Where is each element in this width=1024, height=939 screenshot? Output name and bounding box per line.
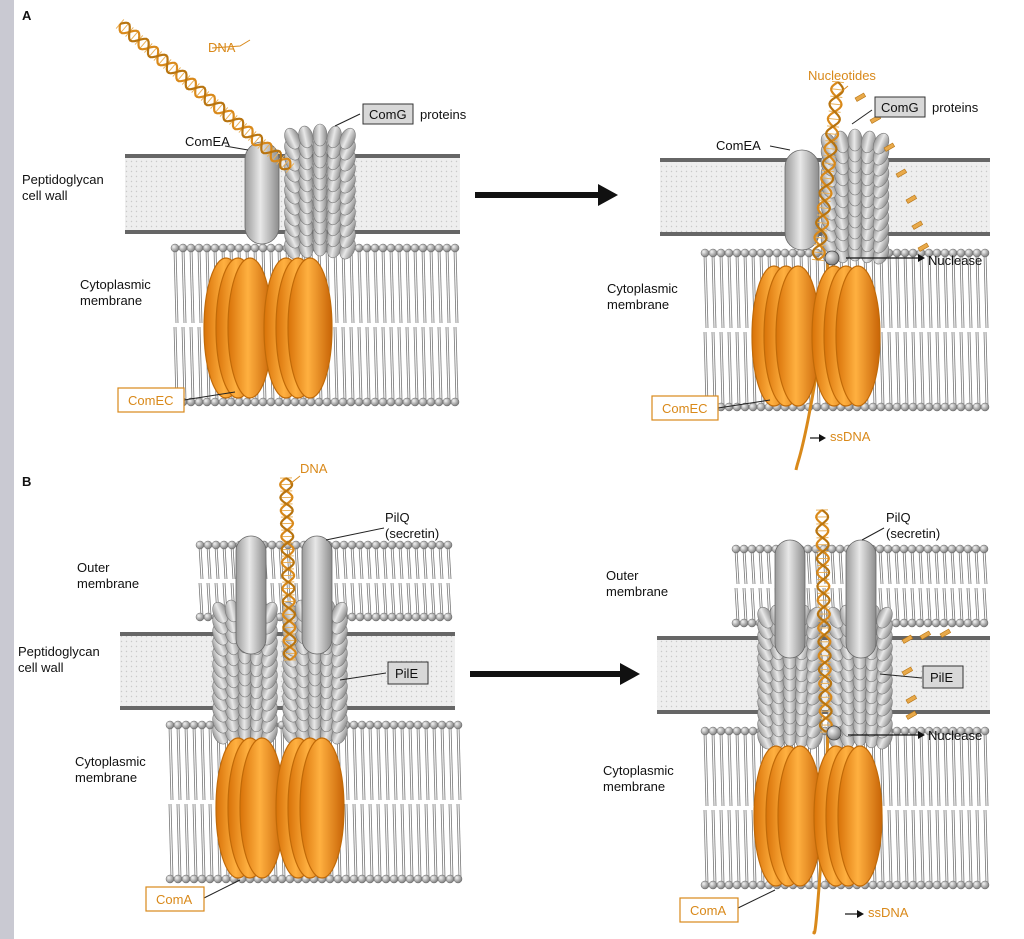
cytoplasmic-label-b-right: Cytoplasmic [603, 763, 674, 778]
dna-helix-b-left [279, 477, 297, 661]
membrane-label-b-right: membrane [603, 779, 665, 794]
ssdna-label-a: ssDNA [830, 429, 871, 444]
leader-coma-b-left [203, 879, 241, 899]
pilq-secretin-b-right-2 [845, 539, 877, 659]
pile-proteins-b-right-1 [757, 602, 823, 750]
nuclease-label-a: Nuclease [928, 253, 982, 268]
outer-membrane-label-b-left: membrane [77, 576, 139, 591]
leader-comg-a-left [334, 113, 361, 127]
nucleotides-label: Nucleotides [808, 68, 876, 83]
leader-coma-b-right [737, 889, 776, 909]
comea-label-a-left: ComEA [185, 134, 230, 149]
nuclease-arrow-a [846, 254, 925, 262]
dna-label-b-left: DNA [300, 461, 328, 476]
pile-box-b-left [387, 661, 429, 685]
cellwall-label-b: cell wall [18, 660, 64, 675]
pile-label-b-right: PilE [930, 670, 953, 685]
comec-channel-a-right [751, 265, 881, 407]
leader-nucleotides [835, 85, 849, 97]
leader-comec-a-left [183, 391, 236, 401]
comg-box-a-right [874, 96, 926, 118]
proteins-label-a-right: proteins [932, 100, 979, 115]
coma-label-b-right: ComA [690, 903, 726, 918]
pilq-label-b-right: PilQ [886, 510, 911, 525]
leader-pile-b-right [879, 673, 923, 679]
leader-dna-b-left [289, 475, 301, 485]
pilq-label-b-left: PilQ [385, 510, 410, 525]
outer-membrane-label-b-right: membrane [606, 584, 668, 599]
comec-box-a-left [117, 387, 185, 413]
leader-comg-a-right [851, 109, 873, 125]
dna-helix-a-left [115, 19, 295, 173]
proteins-label-a-left: proteins [420, 107, 467, 122]
leader-pile-b-left [339, 672, 387, 681]
comec-channel-a-left [203, 257, 333, 399]
leader-comea-a-left [224, 145, 249, 151]
panel-label-b: B [22, 474, 31, 489]
nuclease-label-b: Nuclease [928, 728, 982, 743]
comea-protein-a-left [244, 141, 280, 245]
dna-helix-a-right [811, 80, 845, 262]
coma-label-b-left: ComA [156, 892, 192, 907]
comg-box-a-left [362, 103, 414, 125]
cellwall-label-a: cell wall [22, 188, 68, 203]
comea-protein-a-right [784, 149, 820, 251]
cytoplasmic-label-a-right: Cytoplasmic [607, 281, 678, 296]
cytoplasmic-label-a-left: Cytoplasmic [80, 277, 151, 292]
leader-pilq-b-left [325, 527, 385, 541]
pile-label-b-left: PilE [395, 666, 418, 681]
pile-box-b-right [922, 665, 964, 689]
nucleotide-fragments-b [901, 628, 952, 720]
leader-pilq-b-right [861, 527, 885, 541]
leader-comea-a-right [769, 145, 791, 151]
dna-helix-b-right [815, 509, 833, 733]
coma-channel-b-left [215, 737, 345, 879]
comea-label-a-right: ComEA [716, 138, 761, 153]
peptidoglycan-label-b: Peptidoglycan [18, 644, 100, 659]
cytoplasmic-label-b-left: Cytoplasmic [75, 754, 146, 769]
peptidoglycan-label-a: Peptidoglycan [22, 172, 104, 187]
pilq-secretin-b-right-1 [774, 539, 806, 659]
coma-channel-b-right [753, 745, 883, 887]
ssdna-arrow-b [845, 910, 864, 918]
membrane-label-a-right: membrane [607, 297, 669, 312]
secretin-label-b-left: (secretin) [385, 526, 439, 541]
nuclease-arrow-b [848, 731, 925, 739]
ssdna-label-b: ssDNA [868, 905, 909, 920]
comec-label-a-left: ComEC [128, 393, 174, 408]
comec-box-a-right [651, 395, 719, 421]
process-arrow-a [475, 184, 618, 206]
comg-label-a-right: ComG [881, 100, 919, 115]
membrane-label-b-left: membrane [75, 770, 137, 785]
nuclease-ball-b [826, 725, 842, 741]
outer-label-b-right: Outer [606, 568, 639, 583]
nuclease-ball-a [824, 250, 840, 266]
comec-label-a-right: ComEC [662, 401, 708, 416]
process-arrow-b [470, 663, 640, 685]
leader-comec-a-right [717, 399, 771, 409]
outer-label-b-left: Outer [77, 560, 110, 575]
ssdna-arrow-a [810, 434, 826, 442]
leader-dna-a-left [211, 39, 251, 49]
pilq-secretin-b-left-2 [301, 535, 333, 655]
comg-label-a-left: ComG [369, 107, 407, 122]
coma-box-b-left [145, 886, 205, 912]
secretin-label-b-right: (secretin) [886, 526, 940, 541]
page-edge-shadow [0, 0, 14, 939]
membrane-label-a-left: membrane [80, 293, 142, 308]
pilq-secretin-b-left-1 [235, 535, 267, 655]
panel-label-a: A [22, 8, 32, 23]
coma-box-b-right [679, 897, 739, 923]
dna-label-a-left: DNA [208, 40, 236, 55]
comg-proteins-a-left [284, 123, 356, 260]
